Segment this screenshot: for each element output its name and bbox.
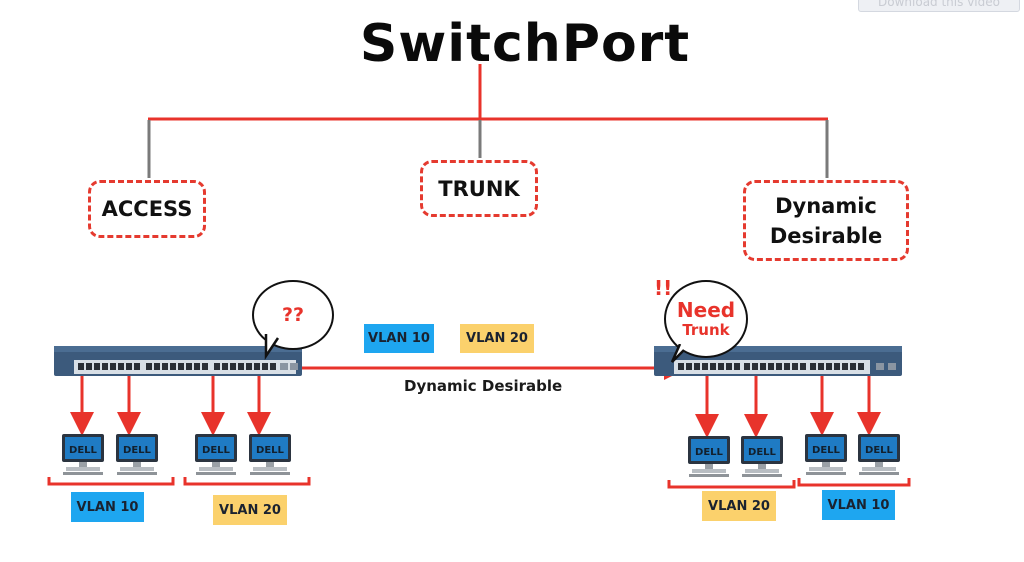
mode-trunk: TRUNK <box>420 160 538 217</box>
pc-brand: DELL <box>748 447 777 458</box>
link-caption: Dynamic Desirable <box>404 377 563 395</box>
legend-vlan-10-label: VLAN 10 <box>368 331 430 346</box>
dell-pc-icon: DELL <box>193 433 239 477</box>
group-bracket <box>797 478 911 487</box>
right-group-vlan-10: VLAN 10 <box>822 490 895 520</box>
bubble-tail <box>670 344 685 363</box>
group-bracket <box>183 477 311 486</box>
group-label: VLAN 10 <box>827 497 890 513</box>
dell-pc-icon: DELL <box>247 433 293 477</box>
pc-brand: DELL <box>123 445 152 456</box>
group-label: VLAN 20 <box>219 502 281 518</box>
pc-brand: DELL <box>69 445 98 456</box>
pc-brand: DELL <box>865 445 894 456</box>
mode-access: ACCESS <box>88 180 206 238</box>
pc-brand: DELL <box>812 445 841 456</box>
dell-pc-icon: DELL <box>739 435 785 479</box>
bubble-trunk-text: Trunk <box>682 321 730 339</box>
bubble-tail <box>264 334 280 360</box>
group-bracket <box>47 477 175 486</box>
mode-access-label: ACCESS <box>101 197 193 221</box>
right-switch <box>654 346 902 376</box>
pc-brand: DELL <box>256 445 285 456</box>
mode-dynamic-label: Dynamic Desirable <box>769 193 883 248</box>
dell-pc-icon: DELL <box>114 433 160 477</box>
group-bracket <box>667 480 796 489</box>
right-group-vlan-20: VLAN 20 <box>702 491 776 521</box>
dell-pc-icon: DELL <box>60 433 106 477</box>
left-group-vlan-10: VLAN 10 <box>71 492 144 522</box>
dell-pc-icon: DELL <box>856 433 902 477</box>
legend-vlan-10: VLAN 10 <box>364 324 434 353</box>
need-trunk-bubble: Need Trunk <box>664 280 748 358</box>
group-label: VLAN 20 <box>708 498 770 514</box>
left-switch <box>54 346 302 376</box>
alert-exclaim: !! <box>654 276 673 300</box>
legend-vlan-20-label: VLAN 20 <box>466 331 528 346</box>
page-title: SwitchPort <box>359 14 691 74</box>
pc-brand: DELL <box>695 447 724 458</box>
dell-pc-icon: DELL <box>686 435 732 479</box>
download-video-button[interactable]: Download this video <box>858 0 1020 12</box>
left-group-vlan-20: VLAN 20 <box>213 495 287 525</box>
mode-dynamic-desirable: Dynamic Desirable <box>743 180 909 261</box>
mode-trunk-label: TRUNK <box>438 176 520 201</box>
bubble-question-text: ?? <box>281 304 305 326</box>
group-label: VLAN 10 <box>76 499 139 515</box>
legend-vlan-20: VLAN 20 <box>460 324 534 353</box>
pc-brand: DELL <box>202 445 231 456</box>
bubble-need-text: Need <box>676 298 736 322</box>
dell-pc-icon: DELL <box>803 433 849 477</box>
